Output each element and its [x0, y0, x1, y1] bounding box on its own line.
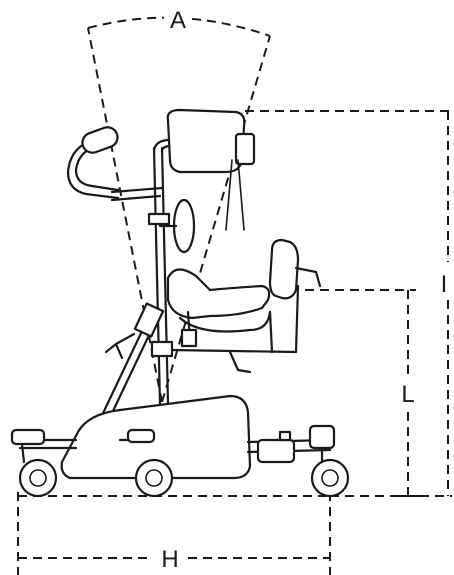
- tilt-actuator: [94, 302, 165, 432]
- dimension-h: H: [17, 492, 331, 575]
- tilt-range-right-line: [161, 35, 271, 403]
- chassis: [18, 394, 332, 480]
- dimension-label-l: L: [401, 381, 414, 408]
- dimension-l: L: [305, 289, 420, 497]
- dimension-a: A: [87, 6, 271, 403]
- standing-frame-device: [10, 108, 350, 498]
- rear-wheel-left: [126, 428, 174, 498]
- knee-pad: [158, 198, 196, 254]
- front-wheel-left: [10, 428, 58, 498]
- chest-pad: [166, 108, 256, 231]
- dimension-label-a: A: [170, 7, 186, 34]
- center-column: [147, 138, 174, 406]
- dimension-label-h: H: [161, 546, 178, 573]
- dimension-i: I: [245, 110, 452, 497]
- seat: [166, 238, 322, 374]
- dimension-label-i: I: [441, 271, 448, 298]
- tilt-range-left-line: [87, 27, 163, 403]
- push-handle: [66, 126, 164, 202]
- front-wheel-right: [308, 424, 350, 498]
